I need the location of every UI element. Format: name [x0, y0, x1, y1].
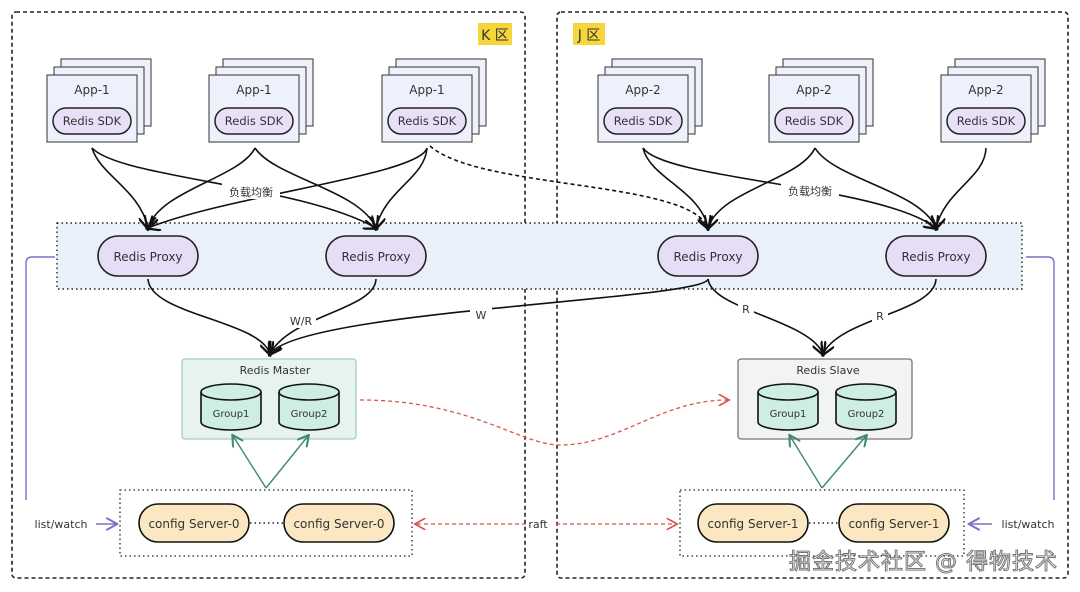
- redis-sdk-label: Redis SDK: [957, 114, 1016, 128]
- load-balance-edges: [91, 145, 987, 228]
- config-server: config Server-0: [138, 503, 250, 543]
- zone-k-badge: [478, 23, 512, 45]
- config-server-label: config Server-0: [293, 517, 384, 531]
- edge-app2a-proxy3: [642, 147, 708, 228]
- edge-app1c-proxy1: [148, 147, 428, 228]
- group-cylinder: Group2: [278, 383, 340, 431]
- redis-sdk-pill: [946, 107, 1026, 135]
- app-name: App-2: [796, 83, 831, 97]
- group-cylinder: Group1: [200, 383, 262, 431]
- group-cylinder: Group2: [835, 383, 897, 431]
- edge-app2a-proxy4: [642, 147, 936, 228]
- raft-label: raft: [528, 518, 548, 531]
- redis-sdk-pill: [387, 107, 467, 135]
- edge-app1c-proxy3-dashed: [429, 145, 708, 228]
- app-name: App-1: [409, 83, 444, 97]
- zone-j-label: J 区: [577, 28, 601, 44]
- proxy-band: [56, 222, 1023, 290]
- group-cylinder: Group1: [757, 383, 819, 431]
- edge-app1a-proxy2: [91, 147, 376, 228]
- zone-k-container: [11, 11, 526, 579]
- redis-proxy-label: Redis Proxy: [673, 250, 742, 264]
- edge-app2b-proxy4: [814, 147, 936, 228]
- redis-sdk-pill: [603, 107, 683, 135]
- app-name: App-1: [74, 83, 109, 97]
- load-balance-label-j: 负载均衡: [788, 184, 832, 198]
- replication-edge: [359, 400, 728, 446]
- group-label: Group1: [770, 409, 807, 420]
- redis-sdk-label: Redis SDK: [398, 114, 457, 128]
- group-label: Group1: [213, 409, 250, 420]
- config-server-label: config Server-1: [848, 517, 939, 531]
- redis-sdk-pill: [774, 107, 854, 135]
- edge-label-r1: R: [742, 303, 750, 316]
- load-balance-label-k: 负载均衡: [229, 185, 273, 199]
- redis-master-title: Redis Master: [240, 364, 311, 377]
- edge-label-r2: R: [876, 310, 884, 323]
- redis-proxy-label: Redis Proxy: [341, 250, 410, 264]
- edge-app2b-proxy3: [708, 147, 816, 228]
- edge-proxy3-master: [270, 278, 709, 354]
- edge-label-wr: W/R: [290, 315, 313, 328]
- edge-app1b-proxy1: [148, 147, 256, 228]
- app-name: App-1: [236, 83, 271, 97]
- edge-label-w: W: [476, 309, 487, 322]
- redis-proxy-label: Redis Proxy: [113, 250, 182, 264]
- config-group-k: [119, 489, 413, 557]
- app-name: App-2: [968, 83, 1003, 97]
- watermark: 掘金技术社区 @ 得物技术: [789, 550, 1058, 576]
- redis-sdk-label: Redis SDK: [785, 114, 844, 128]
- config-server-label: config Server-1: [707, 517, 798, 531]
- redis-proxy: Redis Proxy: [97, 235, 199, 277]
- zone-k-label: K 区: [481, 28, 509, 44]
- config-server: config Server-1: [838, 503, 950, 543]
- redis-sdk-label: Redis SDK: [63, 114, 122, 128]
- list-watch-edge-left: [25, 256, 55, 500]
- edge-proxy1-master: [147, 278, 270, 354]
- list-watch-label-right: list/watch: [1002, 518, 1055, 531]
- redis-proxy: Redis Proxy: [325, 235, 427, 277]
- config-server-label: config Server-0: [148, 517, 239, 531]
- edge-app2c-proxy4: [936, 147, 987, 228]
- edge-app1c-proxy2: [376, 147, 428, 228]
- config-server: config Server-1: [697, 503, 809, 543]
- data-edges: [147, 278, 937, 354]
- group-label: Group2: [291, 409, 328, 420]
- edge-proxy3-slave: [707, 278, 823, 354]
- config-server: config Server-0: [283, 503, 395, 543]
- redis-proxy-label: Redis Proxy: [901, 250, 970, 264]
- zone-j-badge: [573, 23, 605, 45]
- redis-sdk-pill: [214, 107, 294, 135]
- edge-app1a-proxy1: [91, 147, 148, 228]
- config-group-j: [679, 489, 965, 557]
- redis-slave-title: Redis Slave: [796, 364, 859, 377]
- redis-sdk-label: Redis SDK: [225, 114, 284, 128]
- app-name: App-2: [625, 83, 660, 97]
- config-to-group-edges: [233, 436, 866, 489]
- redis-sdk-label: Redis SDK: [614, 114, 673, 128]
- zone-j-container: [556, 11, 1069, 579]
- list-watch-label-left: list/watch: [35, 518, 88, 531]
- group-label: Group2: [848, 409, 885, 420]
- redis-sdk-pill: [52, 107, 132, 135]
- redis-proxy: Redis Proxy: [657, 235, 759, 277]
- redis-proxy: Redis Proxy: [885, 235, 987, 277]
- list-watch-edge-right: [1026, 256, 1055, 500]
